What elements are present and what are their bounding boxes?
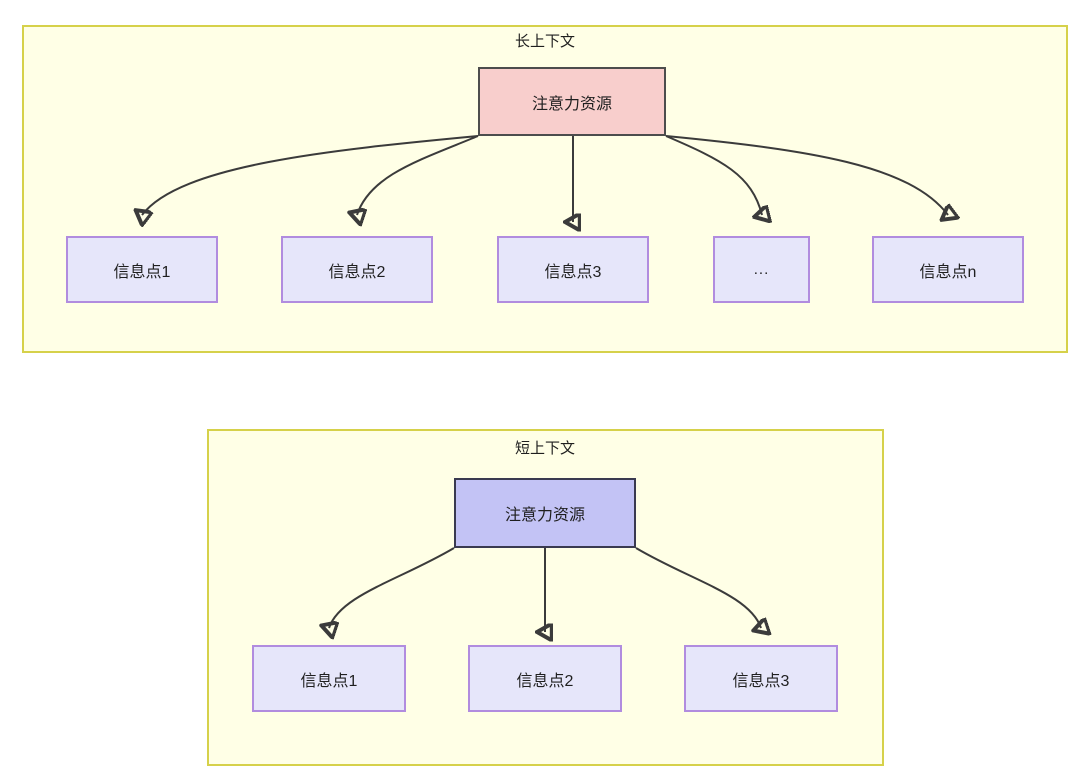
node-info-point-2-short[interactable]: 信息点2 bbox=[468, 645, 622, 712]
group-short-context-title: 短上下文 bbox=[514, 440, 576, 457]
node-info-point-3-short[interactable]: 信息点3 bbox=[684, 645, 838, 712]
node-info-point-1-short[interactable]: 信息点1 bbox=[252, 645, 406, 712]
node-info-point-1-long[interactable]: 信息点1 bbox=[66, 236, 218, 303]
node-info-point-n-long[interactable]: 信息点n bbox=[872, 236, 1024, 303]
node-info-point-2-long[interactable]: 信息点2 bbox=[281, 236, 433, 303]
node-info-point-ellipsis-long[interactable]: ... bbox=[713, 236, 810, 303]
group-long-context-title: 长上下文 bbox=[514, 33, 576, 50]
node-attention-resource-short[interactable]: 注意力资源 bbox=[454, 478, 636, 548]
node-attention-resource-long[interactable]: 注意力资源 bbox=[478, 67, 666, 136]
node-info-point-3-long[interactable]: 信息点3 bbox=[497, 236, 649, 303]
